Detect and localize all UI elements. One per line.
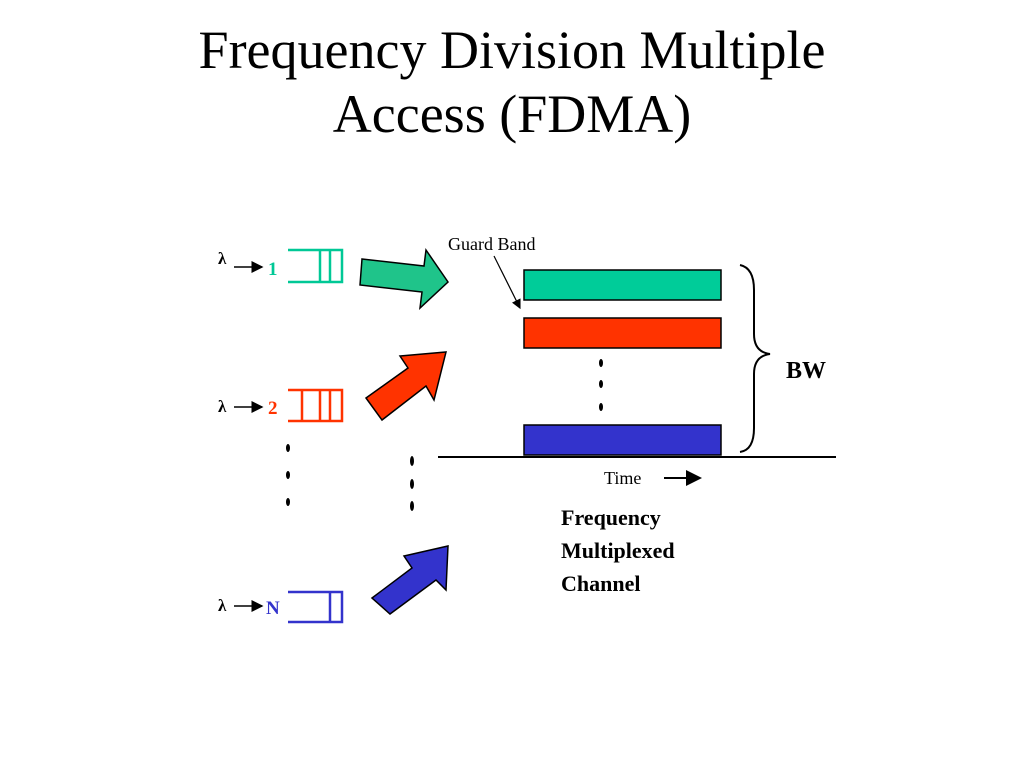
source-label-n: N <box>266 598 280 619</box>
guard-band-pointer <box>493 255 521 310</box>
source-2: λ 2 <box>218 388 344 423</box>
queue-buffer-n <box>288 590 344 624</box>
guard-band-label: Guard Band <box>448 234 535 254</box>
time-label: Time <box>604 468 641 488</box>
channel-band-1 <box>523 269 722 301</box>
caption-line-2: Multiplexed <box>561 538 675 563</box>
block-arrow-n <box>370 545 449 615</box>
queue-buffer-1 <box>288 248 344 284</box>
bandwidth-label: BW <box>786 358 826 384</box>
bandwidth-brace <box>739 264 771 453</box>
caption-line-1: Frequency <box>561 505 661 530</box>
slide-title-line-2: Access (FDMA) <box>332 84 692 144</box>
slide-title: Frequency Division Multiple Access (FDMA… <box>0 18 1024 146</box>
source-ellipsis-dots <box>286 444 290 506</box>
caption-line-3: Channel <box>561 571 640 596</box>
source-label-2: 2 <box>268 398 278 419</box>
band-ellipsis-dots <box>599 359 603 411</box>
source-1: λ 1 <box>218 248 344 284</box>
channel-band-n <box>523 424 722 456</box>
block-arrow-1 <box>359 247 449 310</box>
channel-band-2 <box>523 317 722 349</box>
diagram-caption: Frequency Multiplexed Channel <box>561 505 675 596</box>
block-arrow-2 <box>364 351 447 422</box>
arrival-symbol-2: λ <box>218 397 227 416</box>
source-label-1: 1 <box>268 259 278 280</box>
arrival-symbol-n: λ <box>218 596 227 615</box>
slide-title-line-1: Frequency Division Multiple <box>198 20 826 80</box>
arrival-symbol-1: λ <box>218 249 227 268</box>
queue-buffer-2 <box>288 388 344 423</box>
source-n: λ N <box>218 590 344 624</box>
arrow-ellipsis-dots <box>410 456 414 511</box>
